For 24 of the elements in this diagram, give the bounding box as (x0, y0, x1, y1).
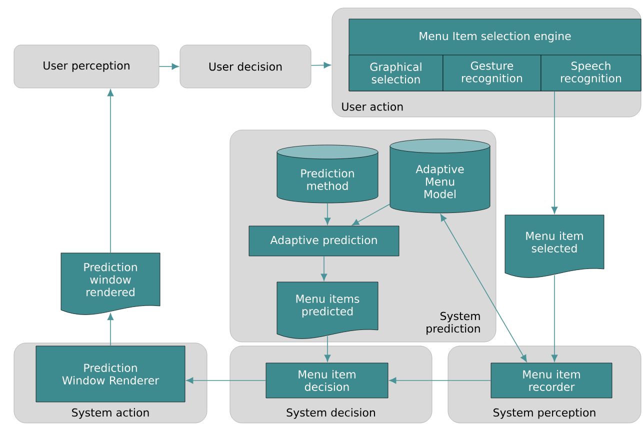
arrow (352, 204, 390, 226)
process-box: Menu item recorder (490, 362, 612, 398)
arrow (107, 313, 114, 346)
arrow (310, 62, 331, 68)
process-box: User perception (14, 44, 160, 88)
arrow (107, 89, 114, 254)
process-box: Prediction Window Renderer (36, 346, 186, 402)
process-box: User decision (180, 44, 312, 88)
database-cylinder: Prediction method (276, 144, 378, 204)
arrow (324, 202, 331, 225)
engine-cell: Graphical selection (348, 54, 444, 92)
process-box: Adaptive prediction (248, 226, 400, 256)
process-box: Menu item decision (266, 362, 388, 398)
arrow (320, 256, 328, 281)
engine-cell: Gesture recognition (442, 54, 542, 92)
arrow (551, 90, 558, 214)
arrow (440, 214, 527, 362)
arrow (324, 336, 331, 362)
arrow (389, 377, 492, 384)
database-cylinder: Adaptive Menu Model (390, 138, 490, 214)
arrow (158, 63, 179, 70)
engine-cell: Speech recognition (540, 54, 642, 92)
arrow (551, 274, 558, 362)
arrow (186, 377, 266, 384)
